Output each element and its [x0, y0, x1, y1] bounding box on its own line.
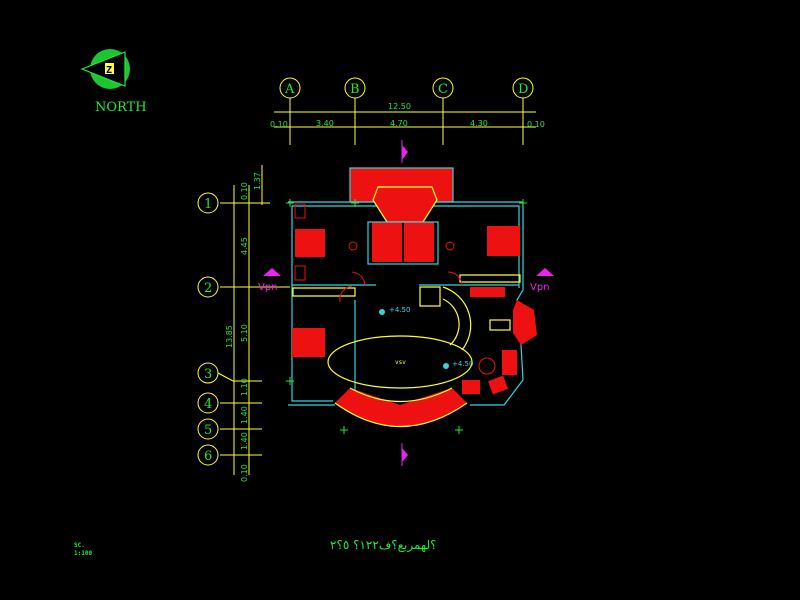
section-label-left: Vpn	[258, 282, 278, 293]
grid-row-label: 5	[204, 423, 212, 438]
grid-row-label: 4	[204, 397, 212, 412]
dim-side: 1.37	[253, 172, 262, 190]
dim-segment: 1.10	[240, 378, 249, 396]
dim-segment: 3.40	[316, 119, 334, 128]
section-marker-icon	[263, 140, 554, 466]
scale-value: 1:100	[74, 550, 92, 557]
table-label: vsv	[395, 359, 406, 366]
grid-row-label: 6	[204, 449, 212, 464]
grid-col-label: B	[350, 82, 360, 97]
floor-plan: vsv +4.50 +4.50	[286, 167, 537, 434]
grid-row-label: 3	[204, 367, 212, 382]
north-arrow-icon: Z	[80, 49, 130, 89]
scale-label: SC.	[74, 542, 85, 549]
dim-segment: 0.10	[527, 120, 545, 129]
dim-segment: 0.10	[240, 182, 249, 200]
grid-col-label: D	[518, 82, 528, 97]
grid-col-label: A	[284, 82, 295, 97]
grid-rows: 1 2 3 4 5 6 0.10 4.45 5.10 1.10 1.40 1.4…	[197, 165, 290, 482]
dim-segment: 0.10	[240, 464, 249, 482]
grid-row-label: 2	[204, 281, 212, 296]
dim-total-height: 13.85	[225, 325, 234, 348]
dim-segment: 1.40	[240, 406, 249, 424]
level-mark: +4.50	[452, 360, 473, 368]
dim-segment: 1.40	[240, 432, 249, 450]
dim-segment: 5.10	[240, 324, 249, 342]
dim-segment: 4.45	[240, 237, 249, 255]
grid-col-label: C	[438, 82, 448, 97]
drawing-caption: ؟لهمربع؟ف١٢٢؟ ٥؟٢	[330, 538, 436, 553]
section-label-right: Vpn	[530, 282, 550, 293]
north-symbol: Z	[106, 65, 112, 76]
dim-segment: 4.70	[390, 119, 408, 128]
grid-row-label: 1	[204, 197, 212, 212]
dim-segment: 0.10	[270, 120, 288, 129]
dim-total-width: 12.50	[388, 102, 411, 111]
north-label: NORTH	[95, 100, 147, 115]
grid-columns: A B C D 12.50 0.10 3.40 4.70 4.30 0.10	[270, 77, 545, 145]
level-mark: +4.50	[389, 306, 410, 314]
dim-segment: 4.30	[470, 119, 488, 128]
